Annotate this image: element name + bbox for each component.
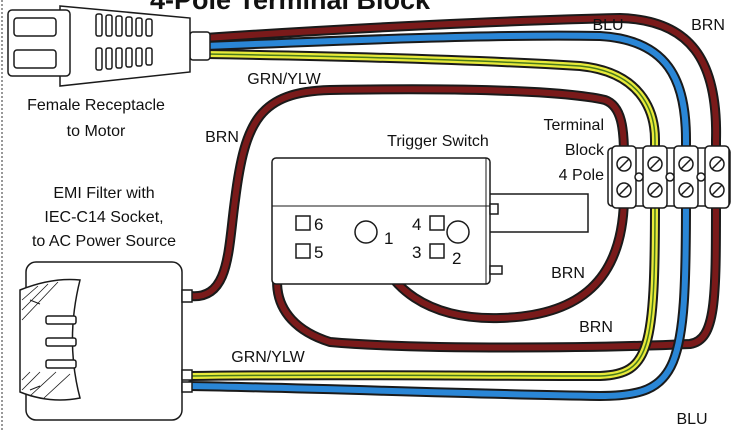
receptacle-socket-top <box>13 17 57 37</box>
wire-blu-receptacle <box>200 30 691 160</box>
iec-pin-top <box>45 315 77 325</box>
switch-pin-6-terminal <box>295 215 311 231</box>
wire-grn-ylw-receptacle <box>200 49 660 160</box>
receptacle-label-line1: Female Receptacle <box>27 97 165 114</box>
iec-c14-hatching <box>21 281 71 399</box>
wire-label-brn-left: BRN <box>205 129 239 146</box>
wire-blu-emi <box>185 195 691 401</box>
switch-pin-5-terminal <box>295 243 311 259</box>
switch-pin-4-label: 4 <box>412 215 421 234</box>
terminal-pole-2 <box>642 145 668 209</box>
emi-label-line1: EMI Filter with <box>53 185 154 202</box>
diagram-title: 4-Pole Terminal Block <box>150 0 431 15</box>
switch-pin-6-label: 6 <box>314 215 323 234</box>
emi-label-line2: IEC-C14 Socket, <box>44 209 163 226</box>
terminal-separators <box>634 172 706 182</box>
emi-label-line3: to AC Power Source <box>32 233 176 250</box>
terminal-label-line2: Block <box>565 142 605 159</box>
terminal-label-line1: Terminal <box>544 117 604 134</box>
emi-filter-terminal-top <box>181 289 193 303</box>
switch-pin-3-label: 3 <box>412 243 421 262</box>
switch-pin-1-label: 1 <box>384 229 393 248</box>
terminal-pole-3 <box>673 145 699 209</box>
iec-pin-bot <box>45 359 77 369</box>
switch-pin-5-label: 5 <box>314 243 323 262</box>
female-receptacle <box>7 5 211 87</box>
receptacle-grip-ridges <box>95 13 153 71</box>
iec-pin-mid <box>45 337 77 347</box>
terminal-label-line3: 4 Pole <box>559 167 604 184</box>
wire-label-brn-top: BRN <box>691 17 725 34</box>
switch-pin-2-terminal <box>446 220 470 244</box>
wire-brn-emi-to-terminal <box>185 84 629 302</box>
switch-pin-3-terminal <box>429 243 445 259</box>
wire-label-grn-ylw-bottom: GRN/YLW <box>231 349 305 366</box>
receptacle-strain-relief <box>189 31 211 61</box>
wire-label-blu-top: BLU <box>592 17 623 34</box>
wire-label-blu-bottom: BLU <box>676 411 707 428</box>
receptacle-socket-bottom <box>13 49 57 69</box>
switch-pin-1-terminal <box>354 220 378 244</box>
labels: Female Receptacle to Motor EMI Filter wi… <box>27 17 725 428</box>
wire-grn-ylw-emi <box>185 195 660 381</box>
trigger-switch <box>271 157 589 285</box>
receptacle-label-line2: to Motor <box>67 123 126 140</box>
terminal-pole-1 <box>611 145 637 209</box>
terminal-pole-4 <box>704 145 730 209</box>
wire-label-brn-bottom: BRN <box>579 319 613 336</box>
wire-label-grn-ylw-top: GRN/YLW <box>247 71 321 88</box>
emi-filter-terminal-mid <box>181 369 193 381</box>
emi-filter-terminal-bot <box>181 381 193 393</box>
receptacle-body <box>59 5 191 87</box>
wire-brn-switch-pin6 <box>272 195 721 353</box>
switch-pin-2-label: 2 <box>452 249 461 268</box>
terminal-block <box>607 145 731 209</box>
wire-label-brn-switch: BRN <box>551 265 585 282</box>
trigger-switch-label: Trigger Switch <box>387 133 489 150</box>
switch-pin-4-terminal <box>429 215 445 231</box>
iec-c14-socket <box>19 278 81 401</box>
emi-filter <box>19 261 193 421</box>
wire-brn-receptacle <box>200 13 722 160</box>
